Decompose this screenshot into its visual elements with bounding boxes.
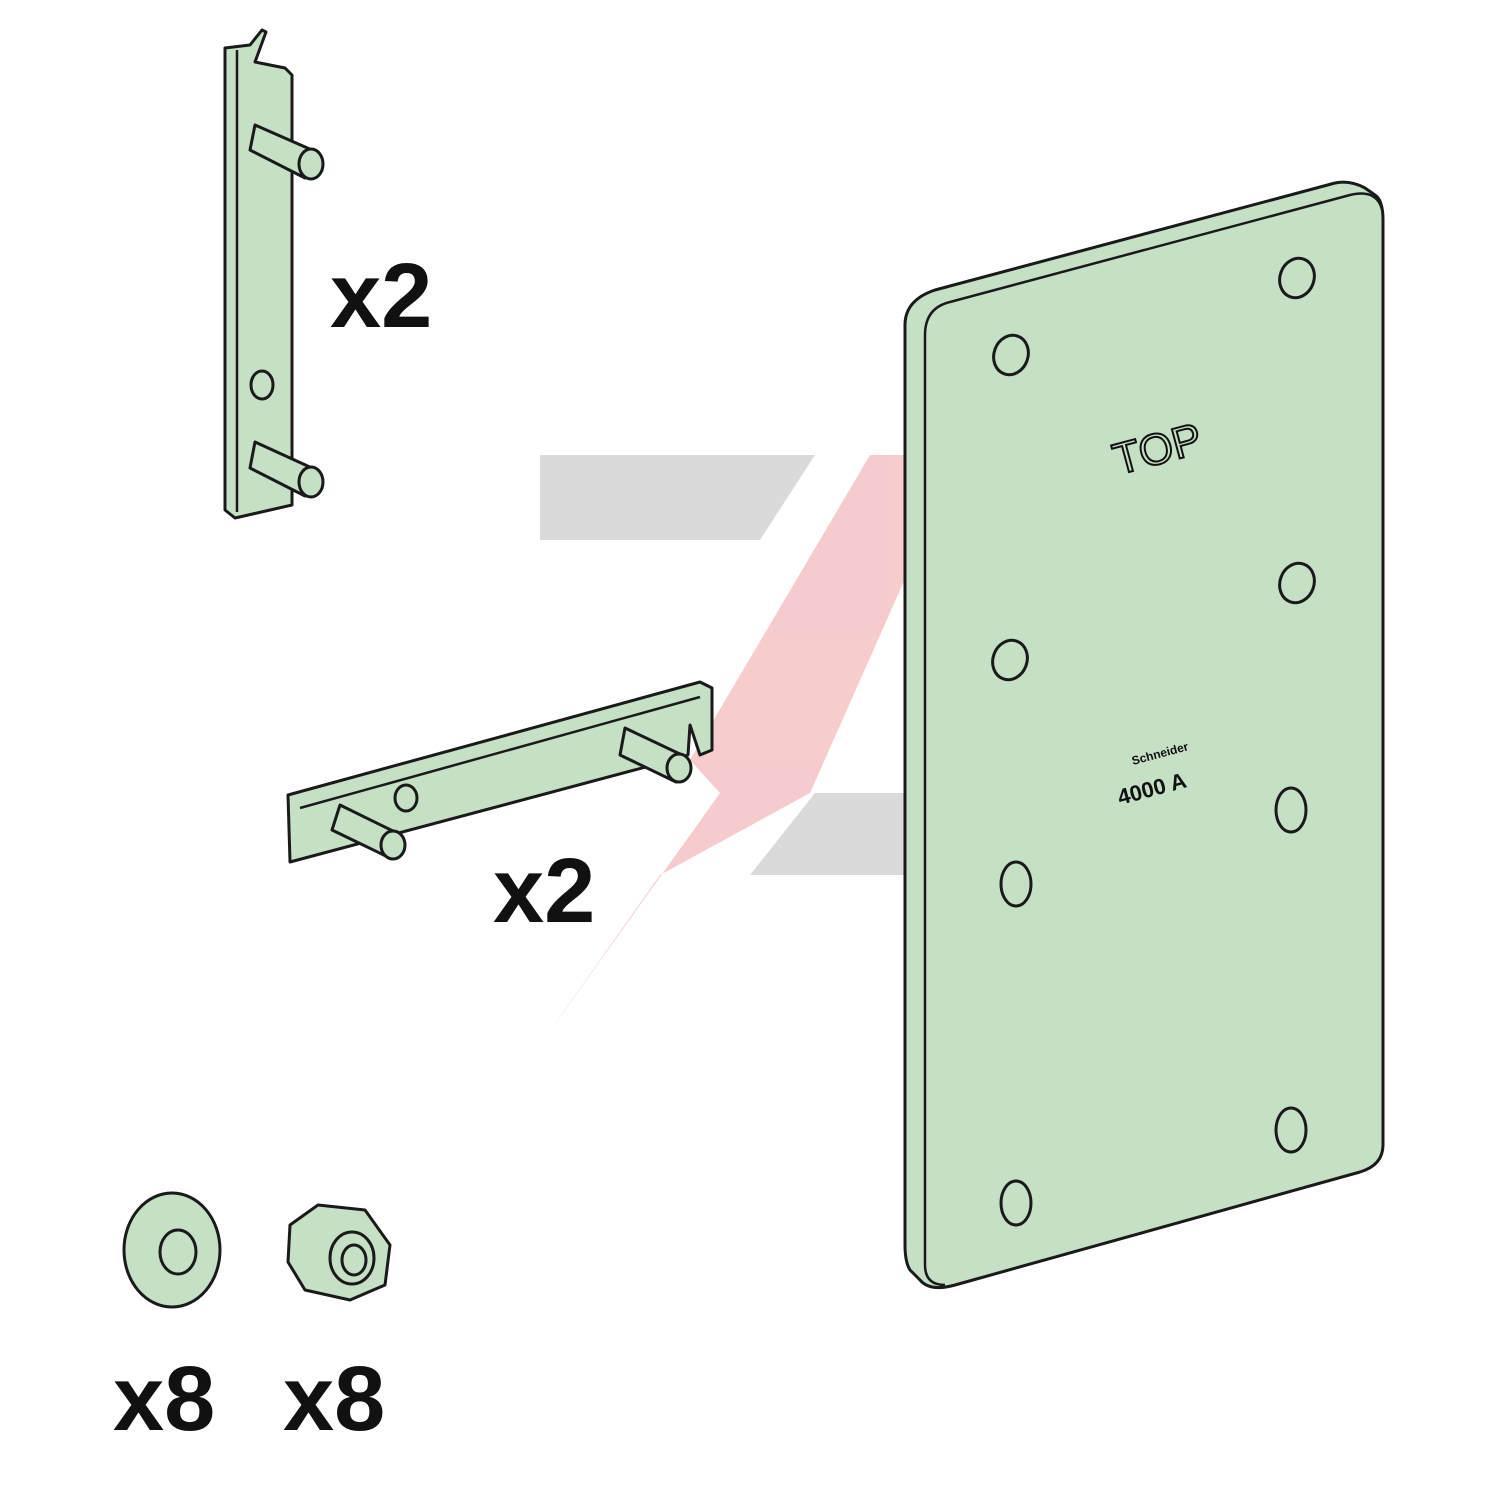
washer-icon <box>122 1191 222 1309</box>
nut-quantity: x8 <box>283 1348 385 1450</box>
horizontal-bracket <box>286 680 714 864</box>
vertical-bracket <box>223 28 325 520</box>
stud-icon <box>248 123 325 181</box>
washer-quantity: x8 <box>113 1348 215 1450</box>
stud-icon <box>248 440 325 499</box>
nut-icon <box>286 1203 392 1302</box>
plate-holes <box>991 256 1316 1227</box>
horizontal-bracket-quantity: x2 <box>493 840 595 942</box>
connection-plate: TOP Schneider 4000 A <box>903 180 1385 1290</box>
stud-icon <box>330 803 407 861</box>
vertical-bracket-quantity: x2 <box>330 245 432 347</box>
stud-icon <box>618 726 693 784</box>
